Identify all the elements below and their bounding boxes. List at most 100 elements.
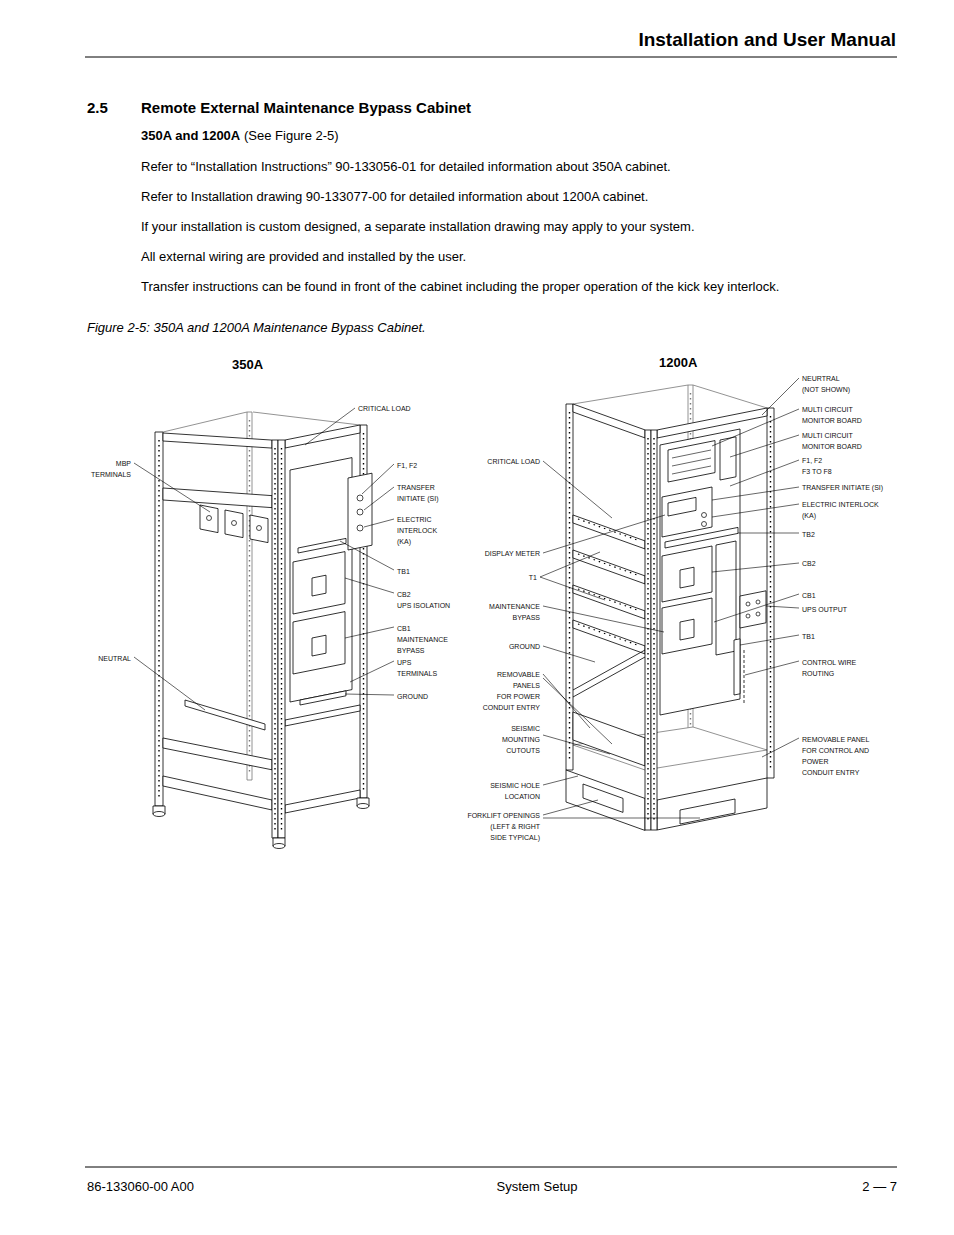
callout-label: SEISMIC MOUNTING CUTOUTS bbox=[502, 723, 540, 756]
circuit-breaker bbox=[662, 546, 712, 602]
leader-line bbox=[745, 661, 799, 675]
breaker-handle bbox=[312, 635, 326, 656]
switch bbox=[357, 509, 363, 515]
leader-line bbox=[134, 463, 210, 512]
meter-button bbox=[702, 522, 707, 527]
leader-line bbox=[543, 515, 665, 553]
leader-line bbox=[345, 578, 394, 593]
frame-rail bbox=[163, 488, 272, 508]
callout-label: ELECTRIC INTERLOCK (KA) bbox=[397, 514, 437, 547]
callout-label: CRITICAL LOAD bbox=[487, 456, 540, 467]
neutral-bar bbox=[185, 700, 265, 730]
control-box bbox=[348, 473, 372, 550]
leveling-foot bbox=[357, 804, 369, 809]
callout-label: TB1 bbox=[802, 631, 815, 642]
terminal-hole bbox=[756, 612, 760, 616]
transformer-shelf bbox=[573, 585, 645, 619]
leader-line bbox=[543, 461, 612, 518]
post-holes bbox=[647, 438, 648, 822]
callout-label: CRITICAL LOAD bbox=[358, 403, 411, 414]
frame-rail bbox=[573, 385, 688, 404]
post-holes bbox=[274, 448, 275, 830]
leader-line bbox=[712, 409, 799, 446]
leader-line bbox=[762, 738, 799, 757]
frame-rail bbox=[657, 408, 767, 438]
leader-line bbox=[712, 504, 799, 517]
frame-post bbox=[155, 432, 163, 806]
mounting-plate bbox=[290, 458, 352, 702]
post-holes bbox=[281, 448, 282, 830]
leader-line bbox=[362, 464, 394, 494]
leader-line bbox=[738, 533, 799, 534]
transformer-shelf bbox=[573, 620, 645, 654]
chapter-name: System Setup bbox=[497, 1179, 578, 1195]
leader-line bbox=[345, 627, 394, 638]
transformer-shelf bbox=[573, 515, 645, 549]
frame-post bbox=[767, 408, 774, 778]
callout-label: TRANSFER INITIATE (SI) bbox=[802, 482, 883, 493]
subheading: 350A and 1200A bbox=[141, 128, 240, 144]
frame-rail bbox=[573, 404, 645, 438]
circuit-breaker bbox=[662, 598, 712, 654]
leader-line bbox=[540, 577, 605, 600]
callout-label: UPS OUTPUT bbox=[802, 604, 847, 615]
callout-label: MAINTENANCE BYPASS bbox=[489, 601, 540, 623]
terminal-hole bbox=[257, 526, 262, 531]
frame-post bbox=[278, 440, 285, 838]
callout-label: CB1 MAINTENANCE BYPASS bbox=[397, 623, 448, 656]
mounting-plate bbox=[660, 429, 740, 715]
footer-rule bbox=[85, 1167, 897, 1168]
page-number: 2 — 7 bbox=[862, 1179, 897, 1195]
frame-rail bbox=[285, 425, 360, 448]
callout-label: NEUTRAL bbox=[98, 653, 131, 664]
brace bbox=[573, 657, 645, 697]
shelf-holes bbox=[578, 624, 640, 646]
callout-label: T1 bbox=[529, 572, 537, 583]
callout-label: MULTI CIRCUIT MONITOR BOARD bbox=[802, 430, 862, 452]
frame-post bbox=[645, 430, 651, 830]
board-row bbox=[672, 450, 711, 458]
removable-panel bbox=[573, 712, 645, 766]
leader-line bbox=[350, 661, 394, 682]
callout-label: TB2 bbox=[802, 529, 815, 540]
leader-line bbox=[305, 408, 355, 445]
body-text: All external wiring are provided and ins… bbox=[141, 249, 466, 265]
section-title: Remote External Maintenance Bypass Cabin… bbox=[141, 99, 471, 117]
display-meter bbox=[662, 487, 712, 537]
callout-label: SEISMIC HOLE LOCATION bbox=[490, 780, 540, 802]
callout-label: F1, F2 F3 TO F8 bbox=[802, 455, 832, 477]
callout-label: TRANSFER INITIATE (SI) bbox=[397, 482, 438, 504]
callout-label: CB2 bbox=[802, 558, 816, 569]
forklift-opening bbox=[583, 784, 623, 812]
body-text: Refer to Installation drawing 90-133077-… bbox=[141, 189, 648, 205]
body-text: If your installation is custom designed,… bbox=[141, 219, 695, 235]
mbp-terminal bbox=[250, 515, 268, 543]
callout-label: FORKLIFT OPENINGS (LEFT & RIGHT SIDE TYP… bbox=[467, 810, 540, 843]
frame-post bbox=[272, 440, 278, 838]
figure-label: 350A bbox=[232, 357, 263, 373]
post-holes bbox=[158, 440, 159, 798]
shelf-holes bbox=[578, 519, 640, 541]
leader-line bbox=[543, 735, 610, 754]
leader-line bbox=[543, 800, 598, 815]
board-row bbox=[672, 458, 711, 466]
figure-label: 1200A bbox=[659, 355, 697, 371]
frame-rail bbox=[253, 412, 360, 425]
meter-screen bbox=[668, 497, 696, 516]
leader-line bbox=[540, 552, 600, 577]
frame-rail bbox=[163, 738, 272, 770]
document-number: 86-133060-00 A00 bbox=[87, 1179, 194, 1195]
mbp-terminal bbox=[200, 505, 218, 533]
callout-label: MULTI CIRCUIT MONITOR BOARD bbox=[802, 404, 862, 426]
callout-label: REMOVABLE PANELS FOR POWER CONDUIT ENTRY bbox=[483, 669, 540, 713]
frame-rail bbox=[163, 776, 272, 810]
figure-caption: Figure 2-5: 350A and 1200A Maintenance B… bbox=[87, 320, 426, 336]
frame-rail bbox=[163, 412, 247, 432]
leveling-foot bbox=[273, 844, 285, 849]
leader-line bbox=[543, 776, 578, 785]
terminal-hole bbox=[746, 614, 750, 618]
callout-label: UPS TERMINALS bbox=[397, 657, 437, 679]
body-text: Transfer instructions can be found in fr… bbox=[141, 279, 779, 295]
callout-label: REMOVABLE PANEL FOR CONTROL AND POWER CO… bbox=[802, 734, 869, 778]
meter-button bbox=[702, 513, 707, 518]
